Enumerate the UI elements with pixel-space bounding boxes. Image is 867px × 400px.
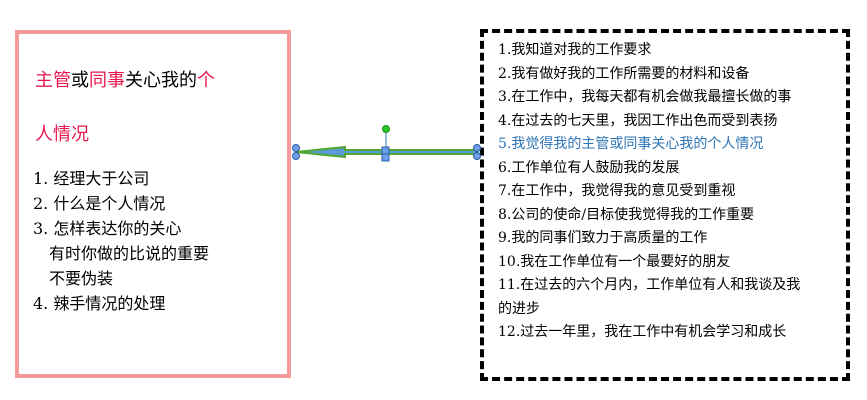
list-item: 2. 什么是个人情况 [33,194,166,213]
title-part: 人情况 [35,124,89,145]
list-item: 有时你做的比说的重要 [49,244,210,263]
left-box-list: 1. 经理大于公司 2. 什么是个人情况 3. 怎样表达你的关心 有时你做的比说… [33,166,209,316]
left-text-box[interactable]: 主管或同事关心我的个人情况 1. 经理大于公司 2. 什么是个人情况 3. 怎样… [15,30,291,378]
rotation-handle[interactable] [382,125,390,133]
resize-handle[interactable] [292,144,300,152]
list-item: 7.在工作中，我觉得我的意见受到重视 [498,183,736,199]
list-item: 8.公司的使命/目标使我觉得我的工作重要 [498,206,755,223]
title-part: 关心我的 [125,70,197,91]
list-item: 9.我的同事们致力于高质量的工作 [498,230,708,246]
right-box-list: 1.我知道对我的工作要求 2.我有做好我的工作所需要的材料和设备 3.在工作中，… [498,39,800,345]
title-part: 同事 [89,70,125,91]
list-item: 3.在工作中，我每天都有机会做我最擅长做的事 [498,89,792,105]
list-item: 4.在过去的七天里，我因工作出色而受到表扬 [498,112,778,129]
title-part: 主管 [35,70,71,91]
list-item: 11.在过去的六个月内，工作单位有人和我谈及我 [498,277,801,293]
resize-handle[interactable] [473,144,481,152]
title-part: 或 [71,70,89,91]
resize-handle[interactable] [381,146,390,155]
right-text-box[interactable]: 1.我知道对我的工作要求 2.我有做好我的工作所需要的材料和设备 3.在工作中，… [480,29,850,381]
list-item: 的进步 [498,300,540,317]
list-item: 12.过去一年里，我在工作中有机会学习和成长 [498,324,787,340]
list-item: 不要伪装 [49,269,114,288]
list-item: 10.我在工作单位有一个最要好的朋友 [498,253,731,270]
list-item: 1.我知道对我的工作要求 [498,42,652,58]
list-item: 2.我有做好我的工作所需要的材料和设备 [498,65,750,82]
resize-handle[interactable] [381,153,390,162]
list-item: 6.工作单位有人鼓励我的发展 [498,159,680,176]
list-item-highlighted: 5.我觉得我的主管或同事关心我的个人情况 [498,136,764,152]
list-item: 4. 辣手情况的处理 [33,294,166,313]
list-item: 3. 怎样表达你的关心 [33,219,182,238]
list-item: 1. 经理大于公司 [33,169,150,188]
title-part: 个 [197,70,215,91]
resize-handle[interactable] [473,152,481,160]
left-box-title: 主管或同事关心我的个人情况 [35,54,275,162]
resize-handle[interactable] [292,152,300,160]
